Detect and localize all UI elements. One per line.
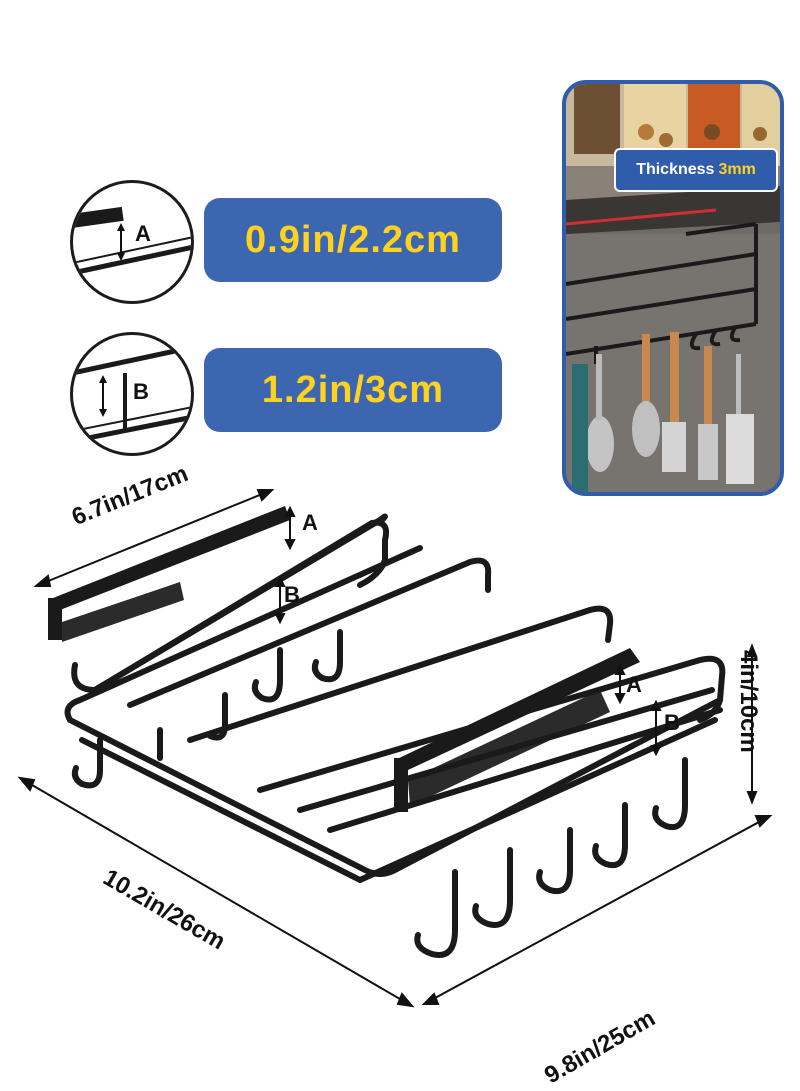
thickness-label: Thickness 3mm: [614, 148, 778, 192]
detail-circle-a: A: [70, 180, 194, 304]
detail-a-letter: A: [135, 221, 151, 246]
measurement-b-text: 1.2in/3cm: [261, 368, 445, 411]
thickness-text: Thickness: [636, 161, 715, 178]
rack-label-b-front: B: [664, 710, 680, 735]
detail-a-drawing: [73, 206, 191, 276]
product-photo: Thickness 3mm: [562, 80, 784, 496]
measurement-a-badge: 0.9in/2.2cm: [204, 198, 502, 282]
rack-label-a-front: A: [626, 672, 642, 697]
dim-height: 4in/10cm: [735, 650, 762, 753]
detail-b-letter: B: [133, 379, 149, 404]
thickness-value: 3mm: [718, 161, 756, 178]
measurement-b-badge: 1.2in/3cm: [204, 348, 502, 432]
detail-b-drawing: [73, 345, 191, 444]
measurement-a-text: 0.9in/2.2cm: [245, 218, 461, 261]
detail-circle-b: B: [70, 332, 194, 456]
photo-scene: [566, 84, 780, 492]
rack-label-a-back: A: [302, 510, 318, 535]
rack-label-b-back: B: [284, 582, 300, 607]
